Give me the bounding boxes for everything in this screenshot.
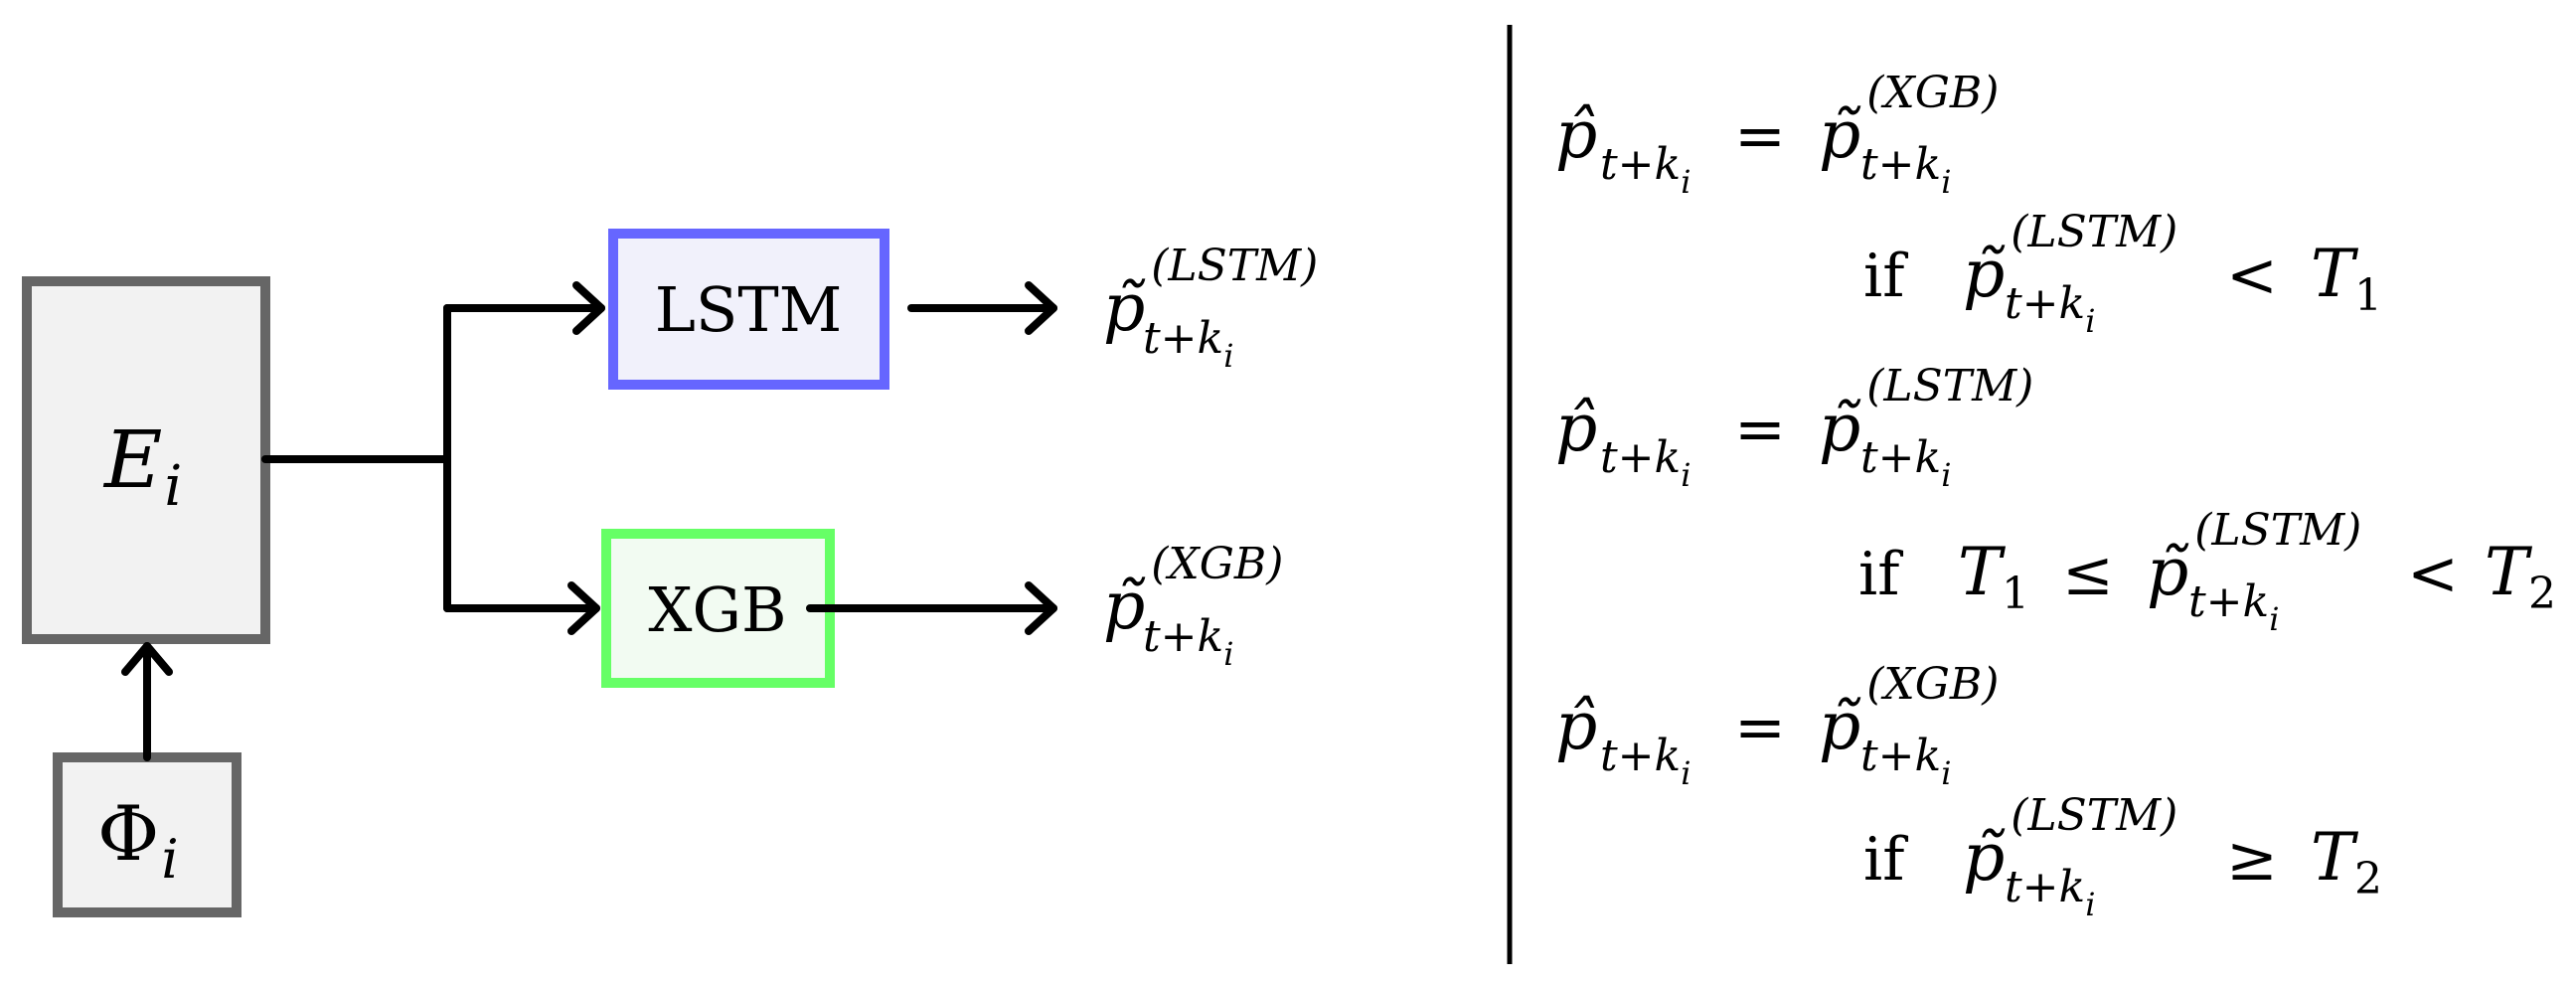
rule-2-rhs-sub: t+ki bbox=[1860, 432, 1951, 494]
xgb-output-subscript: t+ki bbox=[1143, 611, 1233, 673]
rule-2-cond-sub: t+ki bbox=[2188, 576, 2279, 638]
arrow-to-xgb bbox=[443, 581, 600, 635]
encoder-block bbox=[22, 276, 270, 644]
rule-3-cond-var: p̃(LSTM) bbox=[1963, 790, 2177, 896]
xgb-label: XGB bbox=[648, 574, 786, 646]
rule-3-rhs-sub: t+ki bbox=[1860, 731, 1951, 792]
rule-3-eq: = bbox=[1734, 691, 1786, 763]
xgb-block bbox=[601, 529, 835, 688]
rule-2-t2: T2 bbox=[2485, 534, 2556, 619]
lstm-label: LSTM bbox=[655, 273, 842, 346]
rule-3-if: if bbox=[1863, 825, 1908, 895]
input-label: Φi bbox=[97, 789, 179, 891]
rule-1-op: < bbox=[2226, 239, 2278, 311]
arrow-to-lstm bbox=[443, 281, 605, 335]
rule-1-rhs-sub: t+ki bbox=[1860, 139, 1951, 201]
rule-1-cond-sub: t+ki bbox=[2005, 278, 2095, 340]
rule-3-lhs: p̂ bbox=[1555, 688, 1597, 764]
rule-2-rhs: p̃(LSTM) bbox=[1819, 361, 2033, 466]
rule-3-op: ≥ bbox=[2226, 822, 2278, 895]
split-connector bbox=[261, 304, 451, 612]
rule-2-op1: ≤ bbox=[2062, 537, 2114, 609]
rule-3-cond-sub: t+ki bbox=[2005, 862, 2095, 923]
rule-2-op2: < bbox=[2407, 537, 2459, 609]
input-to-encoder-arrow bbox=[121, 642, 173, 761]
rule-2-lhs-sub: t+ki bbox=[1600, 432, 1690, 494]
lstm-output-subscript: t+ki bbox=[1143, 313, 1233, 375]
rule-1-eq: = bbox=[1734, 99, 1786, 172]
xgb-output-symbol: p̃(XGB) bbox=[1103, 539, 1283, 644]
rule-1-rhs: p̃(XGB) bbox=[1819, 68, 1999, 173]
xgb-output-arrow bbox=[806, 581, 1057, 635]
rule-1-lhs-sub: t+ki bbox=[1600, 139, 1690, 201]
rule-2-t1: T1 bbox=[1958, 534, 2029, 619]
lstm-block bbox=[608, 229, 889, 390]
rule-3-threshold: T2 bbox=[2311, 819, 2382, 904]
rule-1-cond-var: p̃(LSTM) bbox=[1963, 207, 2177, 312]
rule-1: p̂ t+ki = p̃(XGB) t+ki if p̃(LSTM) t+ki … bbox=[1555, 68, 2382, 340]
lstm-output-symbol: p̃(LSTM) bbox=[1103, 241, 1318, 346]
rule-2-lhs: p̂ bbox=[1555, 390, 1597, 466]
rule-1-if: if bbox=[1863, 242, 1908, 311]
lstm-output-arrow bbox=[907, 281, 1057, 335]
rule-2-cond-var: p̃(LSTM) bbox=[2147, 505, 2361, 610]
rule-2-if: if bbox=[1858, 540, 1903, 609]
rule-2: p̂ t+ki = p̃(LSTM) t+ki if T1 ≤ p̃(LSTM)… bbox=[1555, 361, 2556, 638]
rule-3-rhs: p̃(XGB) bbox=[1819, 659, 1999, 764]
rule-1-lhs: p̂ bbox=[1555, 96, 1597, 173]
rule-2-eq: = bbox=[1734, 393, 1786, 465]
rule-3-lhs-sub: t+ki bbox=[1600, 731, 1690, 792]
encoder-label: Ei bbox=[102, 413, 182, 519]
rule-3: p̂ t+ki = p̃(XGB) t+ki if p̃(LSTM) t+ki … bbox=[1555, 659, 2382, 923]
rule-1-threshold: T1 bbox=[2311, 236, 2382, 321]
